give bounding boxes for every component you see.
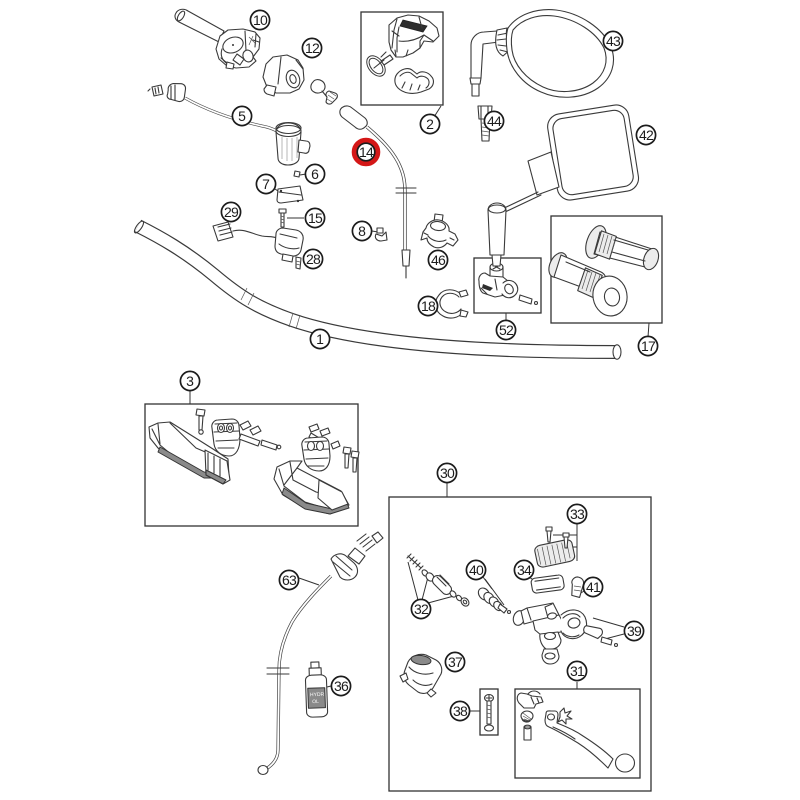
svg-text:29: 29	[224, 204, 239, 220]
svg-text:63: 63	[282, 572, 297, 588]
svg-text:7: 7	[262, 176, 270, 192]
svg-text:10: 10	[253, 12, 268, 28]
svg-text:38: 38	[453, 703, 468, 719]
svg-text:31: 31	[570, 663, 585, 679]
svg-text:34: 34	[517, 562, 532, 578]
svg-text:18: 18	[421, 298, 436, 314]
svg-text:52: 52	[499, 322, 514, 338]
svg-text:HYDR: HYDR	[310, 692, 325, 699]
svg-text:32: 32	[414, 601, 429, 617]
svg-text:3: 3	[186, 373, 194, 389]
svg-text:1: 1	[316, 331, 324, 347]
svg-text:17: 17	[641, 338, 656, 354]
svg-text:15: 15	[308, 210, 323, 226]
svg-text:41: 41	[586, 579, 601, 595]
svg-text:2: 2	[426, 116, 434, 132]
svg-text:43: 43	[606, 33, 621, 49]
svg-text:12: 12	[305, 40, 320, 56]
svg-text:40: 40	[469, 562, 484, 578]
svg-text:8: 8	[358, 223, 366, 239]
svg-text:5: 5	[238, 108, 246, 124]
svg-text:42: 42	[639, 127, 654, 143]
svg-text:6: 6	[311, 166, 319, 182]
svg-text:33: 33	[570, 506, 585, 522]
svg-text:OL: OL	[312, 699, 319, 705]
svg-text:36: 36	[334, 678, 349, 694]
svg-text:44: 44	[487, 113, 502, 129]
svg-text:39: 39	[627, 623, 642, 639]
svg-text:14: 14	[359, 144, 374, 160]
svg-text:46: 46	[431, 252, 446, 268]
svg-text:28: 28	[306, 251, 321, 267]
svg-text:37: 37	[448, 654, 463, 670]
svg-text:30: 30	[440, 465, 455, 481]
